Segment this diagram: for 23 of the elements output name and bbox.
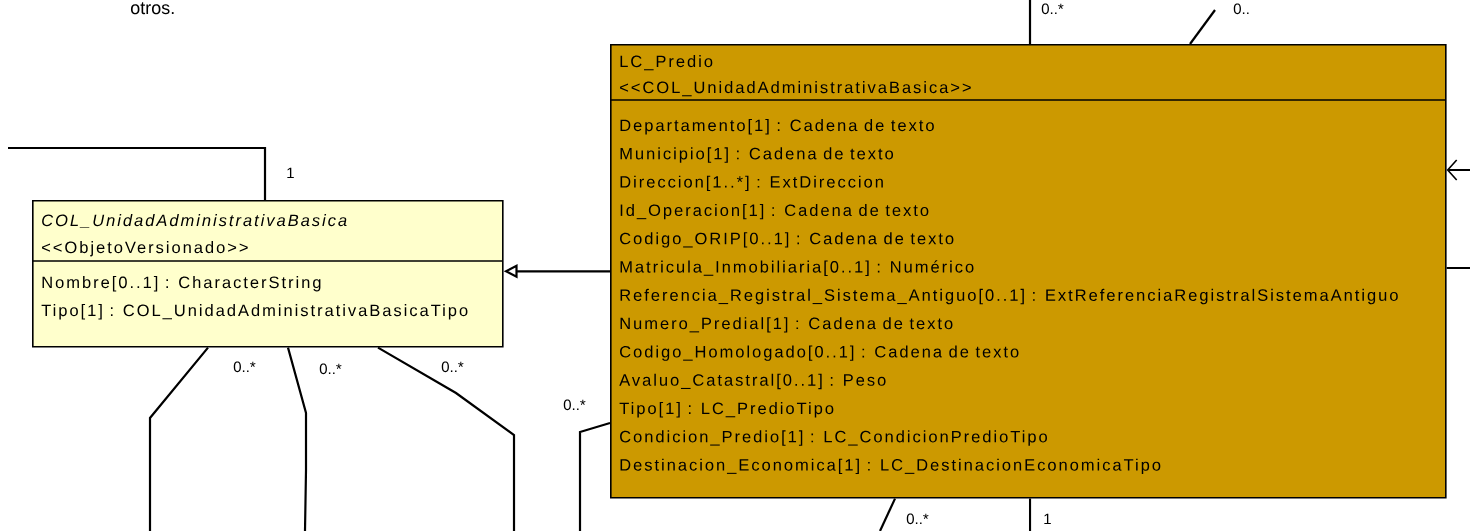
association-line bbox=[377, 346, 516, 531]
multiplicity-label: 0..* bbox=[319, 363, 342, 375]
class-box: COL_UnidadAdministrativaBasica <<ObjetoVersionado>> Nombre[0..1] : CharacterString Tipo[1] : COL_UnidadAdministrativaBasicaTipo bbox=[31, 200, 504, 348]
multiplicity-label: 1 bbox=[287, 167, 294, 178]
multiplicity-label: 0..* bbox=[441, 361, 464, 373]
association-line bbox=[286, 347, 308, 531]
association-line bbox=[1189, 9, 1216, 45]
association-line bbox=[1028, 498, 1032, 531]
association-line bbox=[879, 498, 896, 531]
multiplicity-label: 1 bbox=[1044, 513, 1051, 524]
association-line bbox=[8, 146, 267, 200]
multiplicity-label: 0..* bbox=[906, 513, 929, 525]
multiplicity-label: 0.. bbox=[1233, 3, 1249, 15]
association-line bbox=[578, 421, 611, 531]
association-line bbox=[1028, 0, 1032, 44]
multiplicity-label: 0..* bbox=[233, 361, 256, 373]
association-line bbox=[1446, 266, 1470, 270]
arrow bbox=[1446, 159, 1470, 181]
note-text: otros. bbox=[130, 2, 174, 15]
class-box: LC_Predio <<COL_UnidadAdministrativaBasica>> Departamento[1] : Cadena de texto Municipio[1] : Cadena de texto Direccion[1..*] : ExtDireccion Id_Operacion[1] : Cadena de texto Codigo_ORIP[0..1] : Cadena de texto Matricula_Inmobiliaria[0..1] : Numérico Referencia_Registral_Sistema_Antiguo[0..1] : ExtReferenciaRegistralSistemaAntiguo Numero_Predial[1] : Cadena de texto Codigo_Homologado[0..1] : Cadena de texto Avaluo_Catastral[0..1] : Peso Tipo[1] : LC_PredioTipo Condicion_Predio[1] : LC_CondicionPredioTipo Destinacion_Economica[1] : LC_DestinacionEconomicaTipo bbox=[609, 44, 1447, 499]
multiplicity-label: 0..* bbox=[1041, 3, 1064, 15]
association-line bbox=[148, 346, 209, 531]
multiplicity-label: 0..* bbox=[563, 399, 586, 411]
